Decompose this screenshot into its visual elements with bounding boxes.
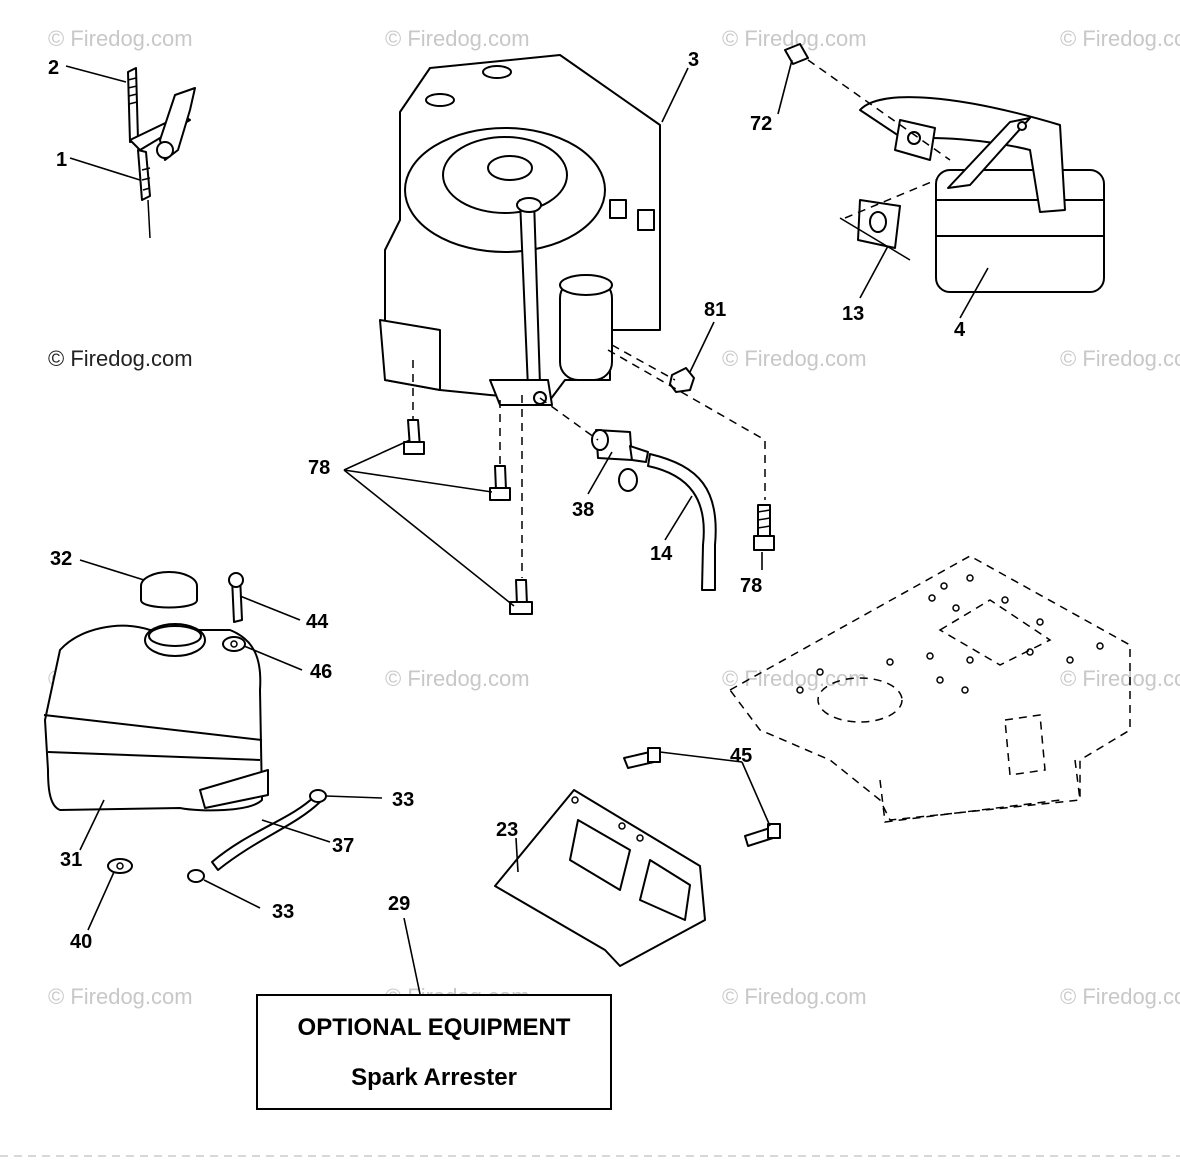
callout-1: 1 xyxy=(56,149,67,171)
watermark: © Firedog.com xyxy=(1060,26,1180,51)
watermark: © Firedog.com xyxy=(1060,346,1180,371)
callout-2: 2 xyxy=(48,57,59,79)
callout-44: 44 xyxy=(306,611,329,633)
callout-40: 40 xyxy=(70,931,92,953)
callout-numbers: 2 1 3 72 4 13 81 78 38 14 78 32 44 46 33… xyxy=(48,49,966,953)
watermark: © Firedog.com xyxy=(48,984,193,1009)
callout-33: 33 xyxy=(392,789,414,811)
chassis-plate-part xyxy=(728,555,1131,823)
watermark: © Firedog.com xyxy=(1060,666,1180,691)
callout-3: 3 xyxy=(688,49,699,71)
callout-32: 32 xyxy=(50,548,72,570)
callout-45: 45 xyxy=(730,745,752,767)
optional-equipment-subtitle: Spark Arrester xyxy=(351,1064,517,1091)
watermark: © Firedog.com xyxy=(1060,984,1180,1009)
watermark: © Firedog.com xyxy=(722,984,867,1009)
callout-13: 13 xyxy=(842,303,864,325)
callout-4: 4 xyxy=(954,319,966,341)
watermark: © Firedog.com xyxy=(48,26,193,51)
callout-29: 29 xyxy=(388,893,410,915)
watermark: © Firedog.com xyxy=(385,26,530,51)
leader-lines xyxy=(65,59,989,995)
callout-23: 23 xyxy=(496,819,518,841)
fuel-tank-part xyxy=(43,571,327,883)
optional-equipment-title: OPTIONAL EQUIPMENT xyxy=(297,1014,571,1041)
callout-78: 78 xyxy=(740,575,762,597)
callout-33: 33 xyxy=(272,901,294,923)
callout-72: 72 xyxy=(750,113,772,135)
callout-38: 38 xyxy=(572,499,594,521)
watermark: © Firedog.com xyxy=(722,346,867,371)
watermark: © Firedog.com xyxy=(48,346,193,371)
callout-81: 81 xyxy=(704,299,726,321)
optional-equipment-box: OPTIONAL EQUIPMENT Spark Arrester xyxy=(256,994,612,1110)
engine-part xyxy=(379,54,661,406)
watermark: © Firedog.com xyxy=(385,666,530,691)
callout-14: 14 xyxy=(650,543,673,565)
callout-37: 37 xyxy=(332,835,354,857)
callout-31: 31 xyxy=(60,849,82,871)
watermark: © Firedog.com xyxy=(722,666,867,691)
muffler-group-part xyxy=(784,43,1105,293)
spark-arrester-plate-part xyxy=(494,747,781,967)
throttle-control-part xyxy=(127,67,196,239)
callout-78: 78 xyxy=(308,457,330,479)
fuel-fittings-part xyxy=(403,344,775,615)
callout-46: 46 xyxy=(310,661,332,683)
